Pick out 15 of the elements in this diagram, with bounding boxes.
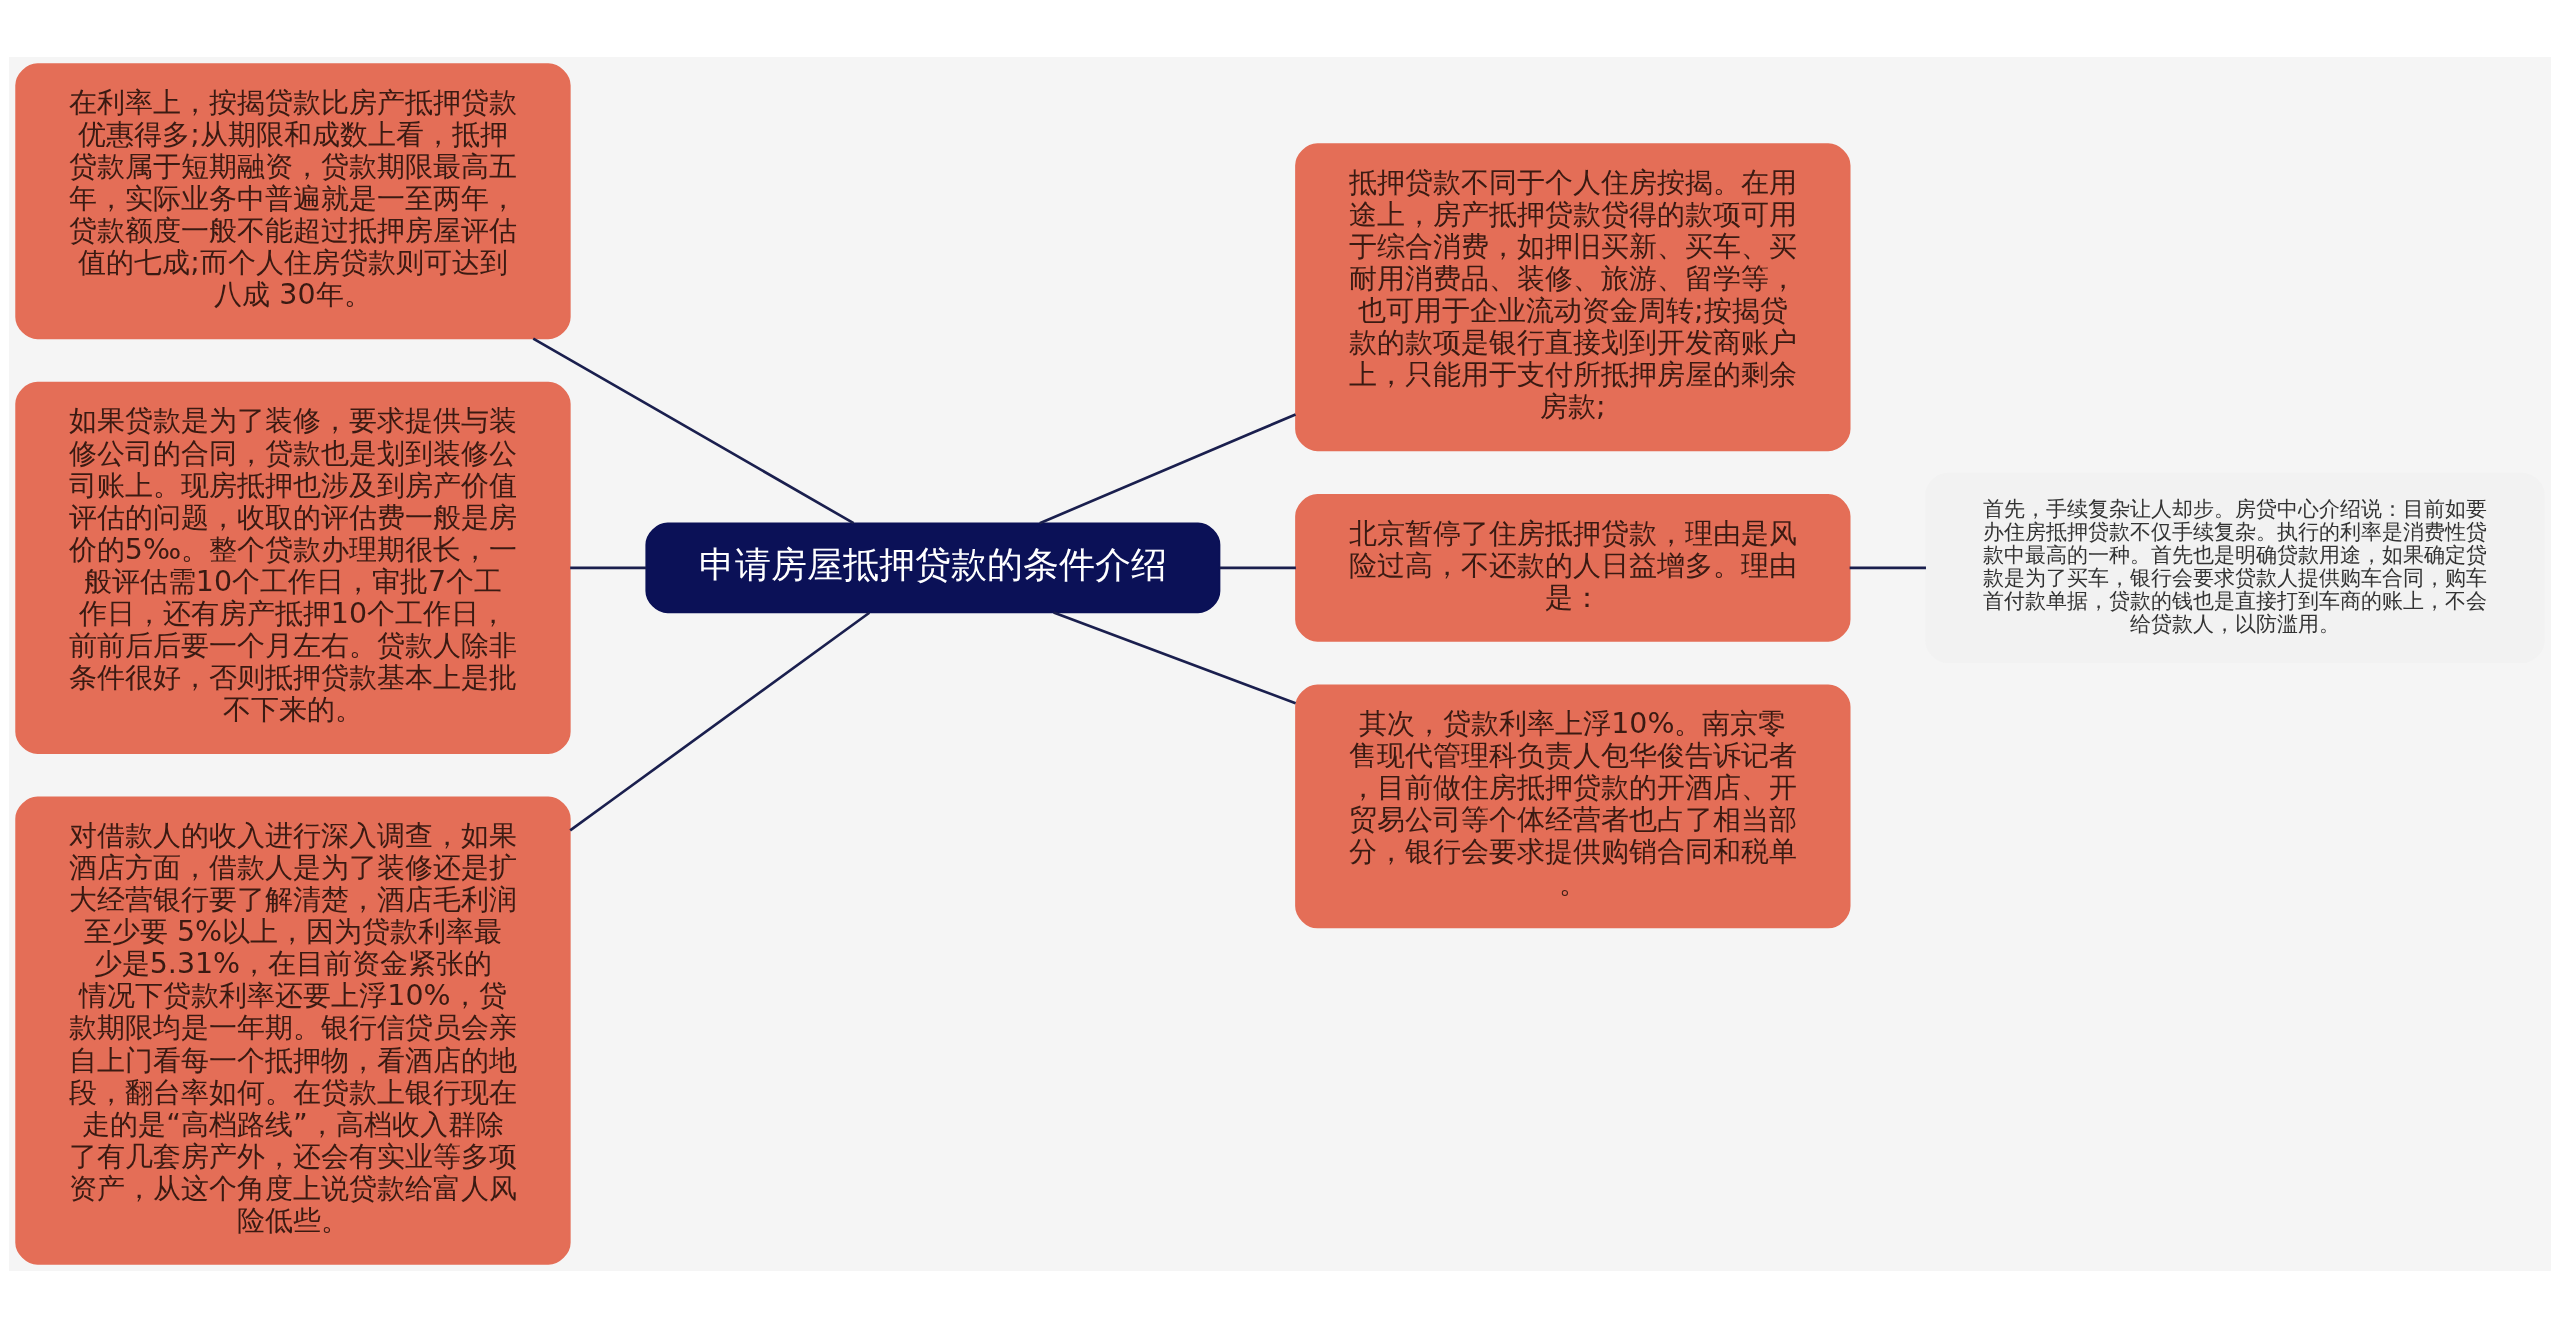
connector	[1039, 412, 1297, 524]
node-box: 在利率上，按揭贷款比房产抵押贷款优惠得多;从期限和成数上看，抵押贷款属于短期融资，贷款期限最高五年，实际业务中普遍就是一至两年，贷款额度一般不能超过抵押房屋评估值的七成;而个人住房贷款则可达到八成 30年。	[15, 62, 571, 339]
node-box: 如果贷款是为了装修，要求提供与装修公司的合同，贷款也是划到装修公司账上。现房抵押也涉及到房产价值评估的问题，收取的评估费一般是房价的5‰。整个贷款办理期很长，一般评估需10个工作日，审批7个工作日，还有房产抵押10个工作日，前前后后要一个月左右。贷款人除非条件很好，否则抵押贷款基本上是批不下来的。	[15, 381, 571, 754]
connector	[1849, 566, 1926, 569]
connector	[532, 336, 855, 524]
connector	[570, 566, 647, 569]
connector	[1219, 566, 1296, 569]
node-box: 北京暂停了住房抵押贷款，理由是风险过高，不还款的人日益增多。理由是：	[1295, 493, 1851, 642]
node-text: 首先，手续复杂让人却步。房贷中心介绍说：目前如要办住房抵押贷款不仅手续复杂。执行的利率是消费性贷款中最高的一种。首先也是明确贷款用途，如果确定贷款是为了买车，银行会要求贷款人提供购车合同，购车首付款单据，贷款的钱也是直接打到车商的账上，不会给贷款人，以防滥用。	[1983, 495, 2487, 636]
node-box: 抵押贷款不同于个人住房按揭。在用途上，房产抵押贷款贷得的款项可用于综合消费，如押旧买新、买车、买耐用消费品、装修、旅游、留学等，也可用于企业流动资金周转;按揭贷款的款项是银行直接划到开发商账户上，只能用于支付所抵押房屋的剩余房款;	[1295, 142, 1851, 451]
node-box: 对借款人的收入进行深入调查，如果酒店方面，借款人是为了装修还是扩大经营银行要了解清楚，酒店毛利润至少要 5%以上，因为贷款利率最少是5.31%，在目前资金紧张的情况下贷款利率还要上浮10%，贷款期限均是一年期。银行信贷员会亲自上门看每一个抵押物，看酒店的地段，翻台率如何。在贷款上银行现在走的是“高档路线”，高档收入群除了有几套房产外，还会有实业等多项资产，从这个角度上说贷款给富人风险低些。	[15, 796, 571, 1265]
node-box: 申请房屋抵押贷款的条件介绍	[645, 522, 1221, 613]
node-box: 其次，贷款利率上浮10%。南京零售现代管理科负责人包华俊告诉记者，目前做住房抵押贷款的开酒店、开贸易公司等个体经营者也占了相当部分，银行会要求提供购销合同和税单。	[1295, 683, 1851, 928]
connector	[569, 611, 871, 831]
connector	[1053, 610, 1297, 704]
